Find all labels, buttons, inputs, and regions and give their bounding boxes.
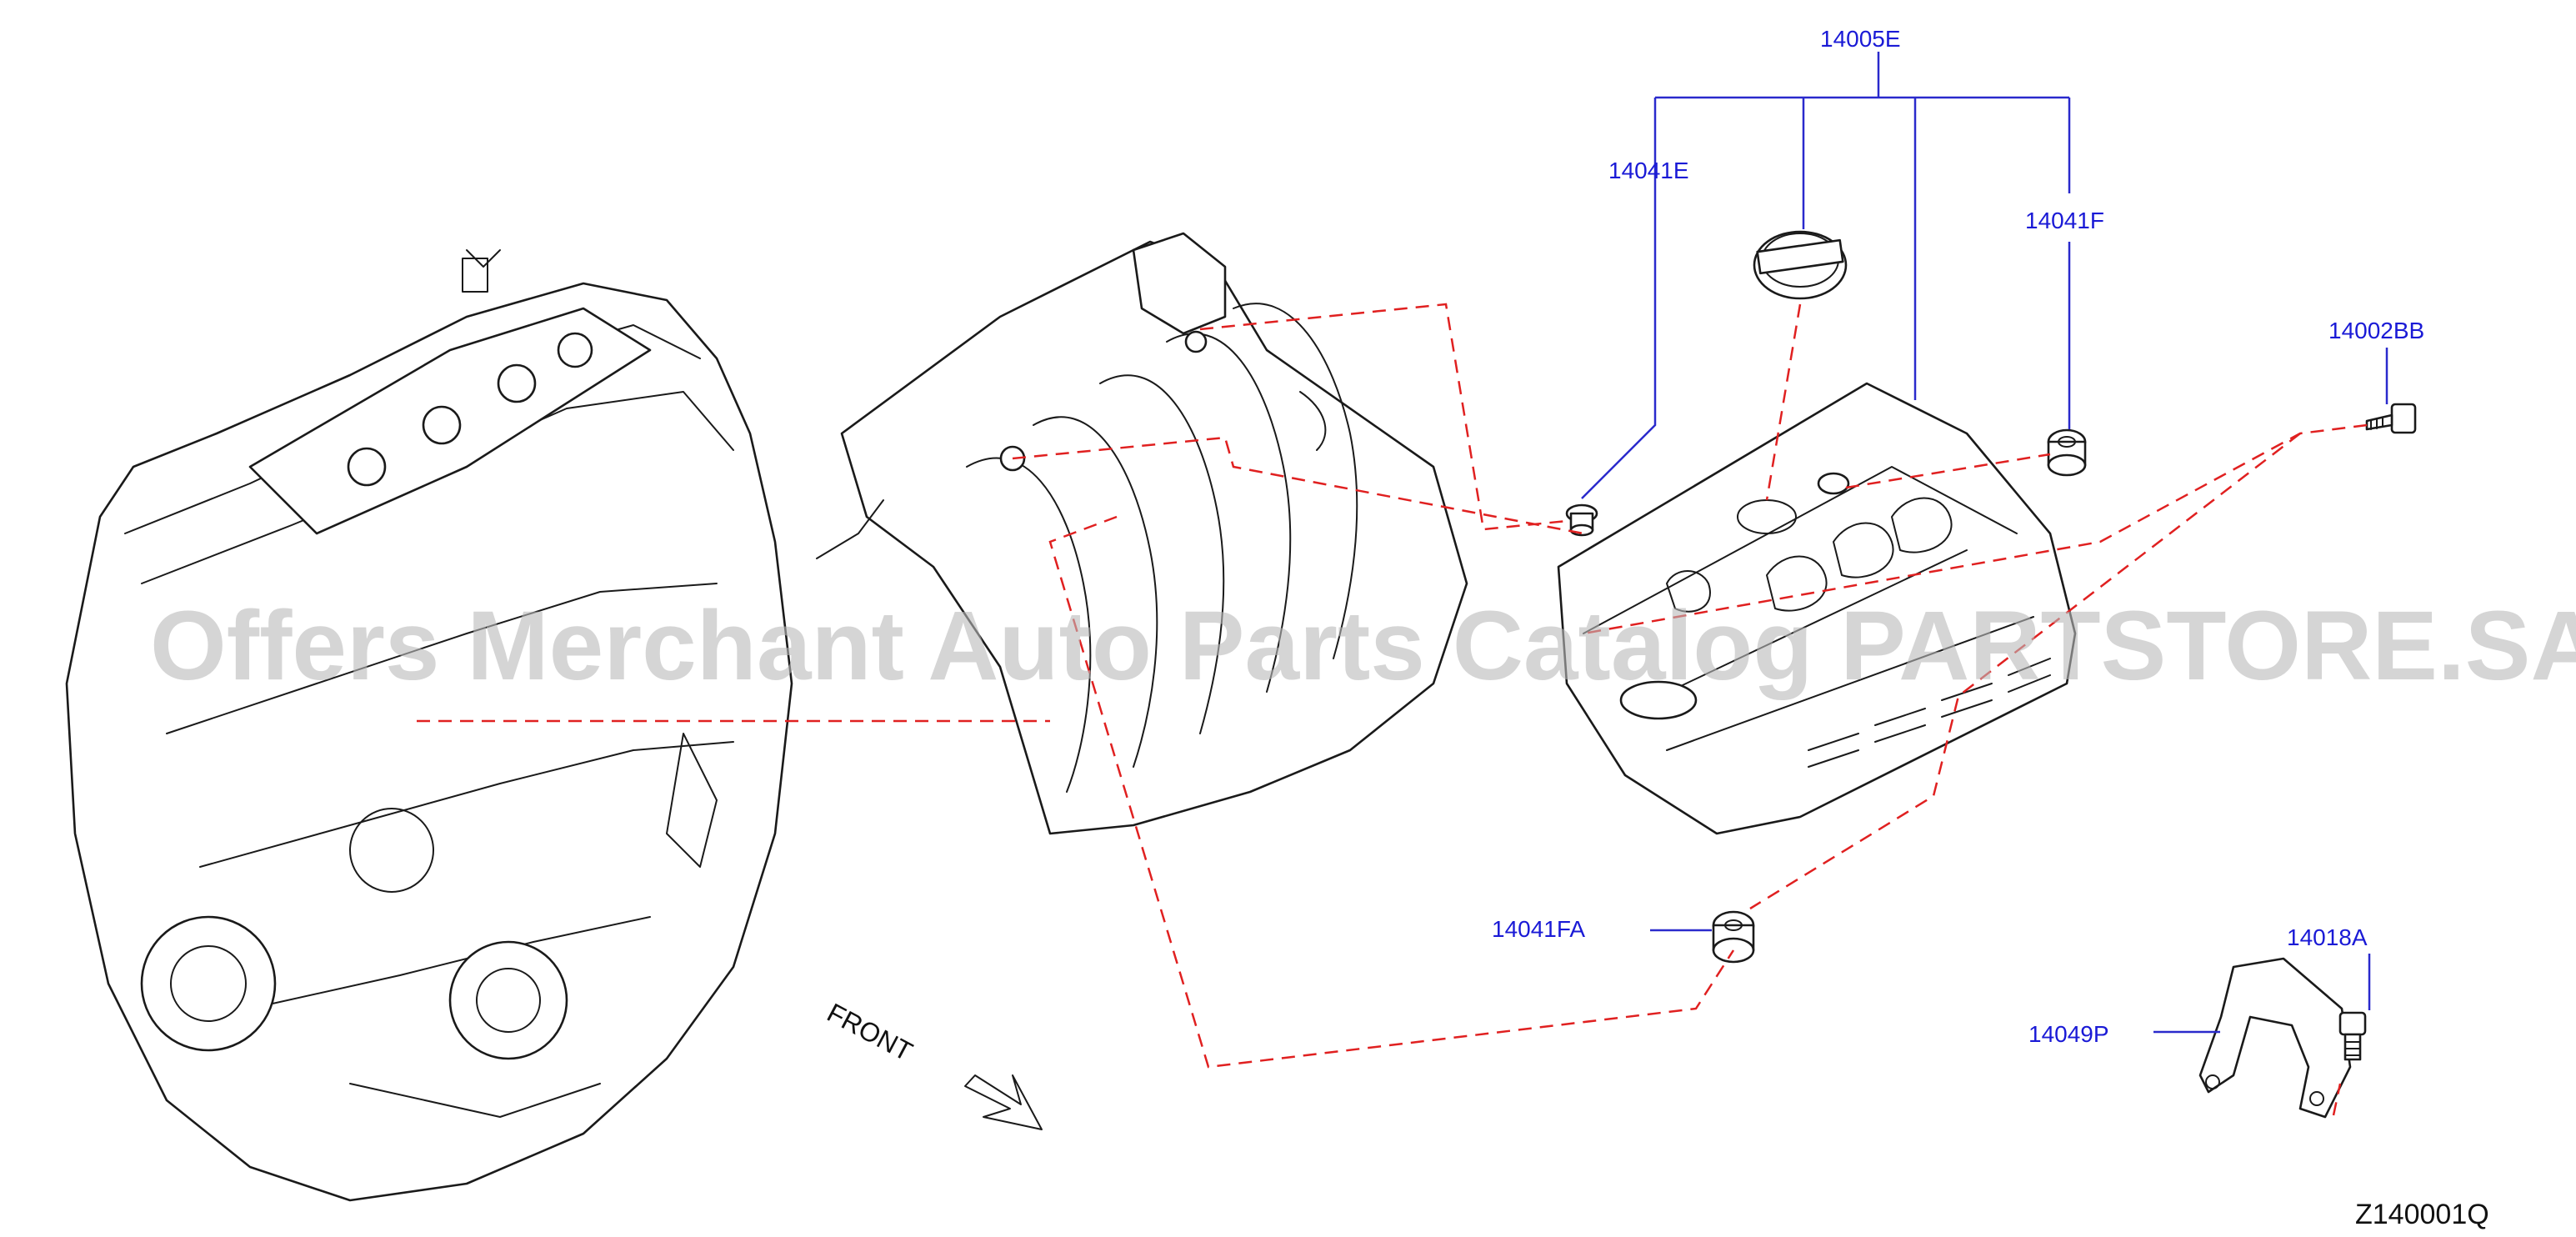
part-14049P-bracket-drawing	[2198, 957, 2352, 1119]
front-indicator: FRONT	[823, 997, 1043, 1130]
front-label: FRONT	[823, 997, 918, 1067]
part-14041F-grommet-drawing	[2047, 428, 2087, 477]
assembly-dashed-lines	[417, 303, 2368, 1116]
watermark-text: Offers Merchant Auto Parts Catalog PARTS…	[150, 591, 2576, 701]
emblem-drawing	[1753, 230, 1848, 300]
engine-assembly-drawing	[65, 249, 793, 1202]
diagram-code: Z140001Q	[2355, 1199, 2489, 1230]
front-arrow-icon	[964, 1074, 1043, 1130]
part-label-14041E[interactable]: 14041E	[1608, 158, 1689, 183]
part-label-14018A[interactable]: 14018A	[2287, 924, 2368, 950]
part-label-14005E[interactable]: 14005E	[1820, 26, 1901, 52]
part-label-14041FA[interactable]: 14041FA	[1492, 916, 1585, 942]
part-14002BB-bolt-drawing	[2365, 403, 2417, 434]
part-14018A-bolt-drawing	[2338, 1011, 2367, 1061]
engine-cover-drawing	[1557, 382, 2077, 835]
part-labels: 14005E 14041E 14041F 14002BB 14041FA 140…	[1492, 26, 2424, 1047]
intake-manifold-drawing	[816, 232, 1468, 835]
part-label-14049P[interactable]: 14049P	[2028, 1021, 2109, 1047]
part-14041FA-grommet-drawing	[1712, 910, 1755, 964]
part-label-14002BB[interactable]: 14002BB	[2328, 318, 2424, 343]
leader-lines	[1581, 52, 2388, 1034]
part-label-14041F[interactable]: 14041F	[2025, 208, 2104, 233]
